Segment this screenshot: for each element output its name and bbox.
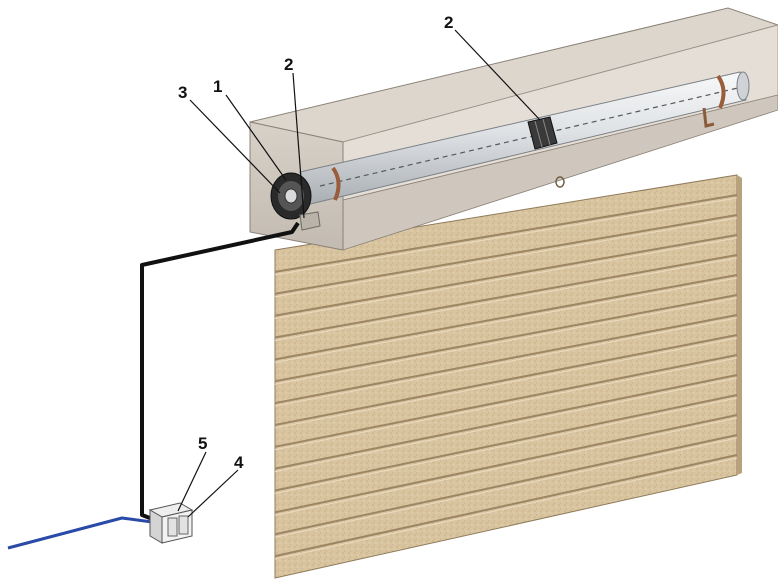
slat-highlight — [274, 377, 738, 473]
slat-line — [274, 454, 738, 558]
callout-labels: 1 2 2 3 4 5 — [178, 13, 453, 472]
slat-line — [274, 254, 738, 339]
tube-strap-right — [716, 74, 726, 109]
shutter-hole — [555, 176, 565, 188]
motor-cable — [140, 221, 300, 522]
slat-highlight — [274, 317, 738, 407]
slat-highlight — [274, 417, 738, 516]
slat-highlight — [274, 297, 738, 385]
callout-4: 4 — [234, 453, 244, 472]
slat-highlight — [274, 197, 738, 276]
slat-highlight — [274, 237, 738, 320]
slat-line — [274, 434, 738, 536]
callout-5: 5 — [198, 434, 207, 453]
tube-end-cap — [736, 71, 750, 101]
tube-centerline — [319, 86, 743, 187]
wiring — [7, 221, 300, 550]
roller-tube — [270, 71, 750, 231]
slat-line — [274, 354, 738, 448]
callout-1: 1 — [213, 77, 222, 96]
slat-line — [274, 394, 738, 492]
leader-lines — [177, 29, 541, 518]
slat-highlight — [274, 277, 738, 363]
supply-wire — [7, 516, 153, 550]
slat-line — [274, 274, 738, 361]
slat-highlight — [274, 257, 738, 341]
slat-highlight — [274, 397, 738, 495]
slat-line — [274, 234, 738, 317]
slat-line — [274, 334, 738, 426]
leader-1 — [225, 94, 287, 181]
leader-5 — [177, 451, 207, 512]
tube-coupling — [527, 116, 558, 150]
slat-highlight — [274, 217, 738, 298]
slat-highlight — [274, 437, 738, 538]
slat-line — [274, 214, 738, 295]
switch-rocker-left — [167, 517, 178, 537]
tube-bracket-right — [702, 107, 715, 128]
slat-line — [274, 374, 738, 470]
slat-highlight — [274, 457, 738, 560]
slat-line — [274, 194, 738, 273]
motor-bracket — [299, 211, 321, 231]
leader-2-right — [454, 29, 541, 121]
slat-highlight — [274, 337, 738, 429]
leader-2-left — [292, 72, 305, 219]
switch-rocker-right — [178, 515, 189, 535]
control-switch — [148, 502, 194, 544]
slat-lines — [274, 194, 738, 560]
leader-3 — [189, 99, 281, 194]
callout-3: 3 — [178, 83, 187, 102]
tube-strap-left — [331, 166, 341, 201]
slat-line — [274, 294, 738, 383]
curtain-side-edge — [737, 175, 742, 475]
leader-4 — [187, 469, 239, 518]
callout-2-left: 2 — [284, 55, 293, 74]
callout-2-right: 2 — [444, 13, 453, 32]
shutter-curtain — [274, 174, 742, 579]
slat-highlight — [274, 357, 738, 451]
slat-line — [274, 414, 738, 514]
slat-line — [274, 314, 738, 405]
